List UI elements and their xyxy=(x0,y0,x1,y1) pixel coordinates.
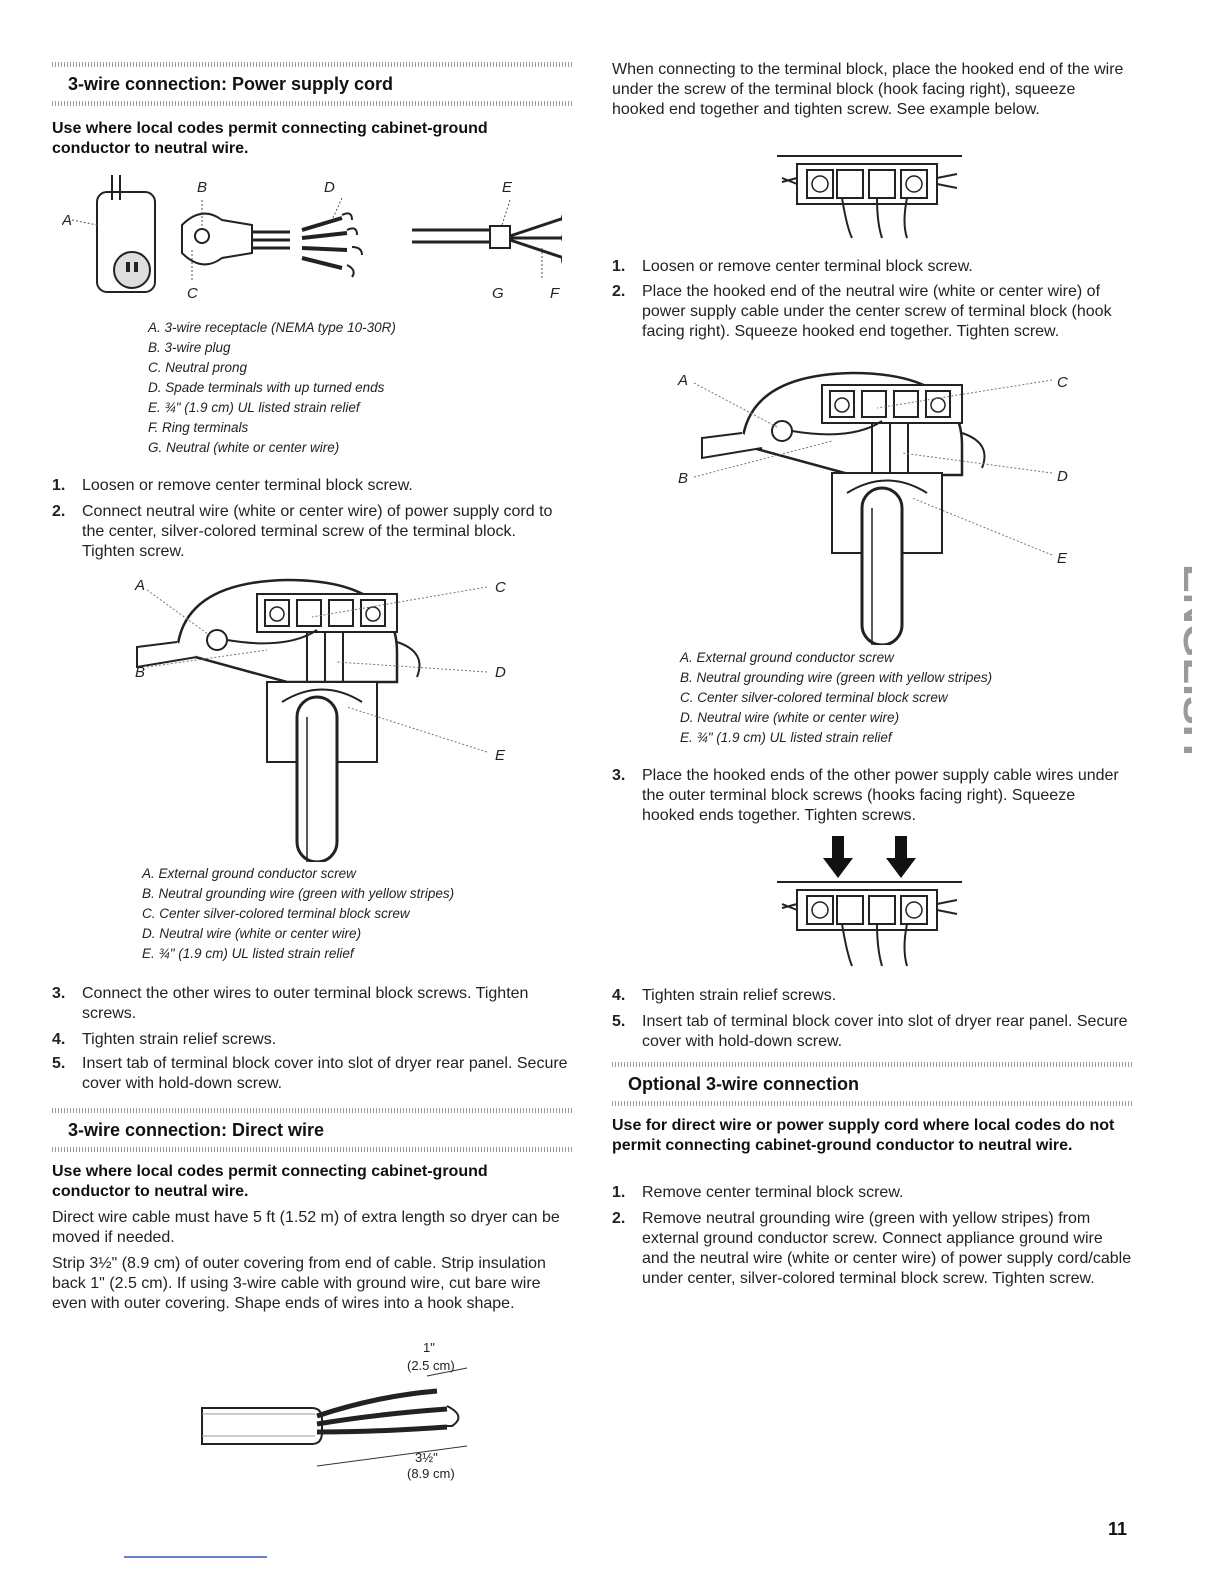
figure-legend: A. External ground conductor screw B. Ne… xyxy=(680,648,992,748)
figure-label-e: E xyxy=(495,747,506,764)
legend-item: B. Neutral grounding wire (green with ye… xyxy=(680,670,993,685)
figure-label-a: A xyxy=(62,212,72,229)
legend-item: D. Spade terminals with up turned ends xyxy=(148,380,385,395)
step-number: 3. xyxy=(612,767,626,784)
paragraph: Strip 3½" (8.9 cm) of outer covering fro… xyxy=(52,1255,546,1312)
section-lead: Use where local codes permit connecting … xyxy=(52,120,488,157)
figure-outer-screws xyxy=(777,836,967,976)
step-text: Remove center terminal block screw. xyxy=(642,1184,904,1201)
figure-label-g: G xyxy=(492,285,504,302)
legend-item: C. Center silver-colored terminal block … xyxy=(142,906,410,921)
section-title: Optional 3-wire connection xyxy=(628,1074,860,1094)
figure-plug-and-terminals: A B C D E F G xyxy=(62,170,562,305)
dimension-one-inch: 1" xyxy=(423,1340,435,1355)
legend-item: E. ¾" (1.9 cm) UL listed strain relief xyxy=(142,946,354,961)
section-title: 3-wire connection: Direct wire xyxy=(68,1120,325,1140)
step-number: 1. xyxy=(612,1184,626,1201)
figure-legend: A. External ground conductor screw B. Ne… xyxy=(142,864,454,964)
section-lead: Use for direct wire or power supply cord… xyxy=(612,1117,1115,1154)
figure-label-c: C xyxy=(187,285,198,302)
step-number: 1. xyxy=(612,258,626,275)
step-number: 5. xyxy=(612,1013,626,1030)
step-number: 3. xyxy=(52,985,66,1002)
figure-label-d: D xyxy=(324,179,335,196)
step-number: 5. xyxy=(52,1055,66,1072)
section-title: 3-wire connection: Power supply cord xyxy=(68,74,394,94)
step-number: 2. xyxy=(612,1210,626,1227)
legend-item: C. Center silver-colored terminal block … xyxy=(680,690,948,705)
intro-paragraph: When connecting to the terminal block, p… xyxy=(612,61,1124,118)
legend-item: A. External ground conductor screw xyxy=(142,866,356,881)
dimension-three-half: 3½" xyxy=(415,1450,438,1465)
figure-label-a: A xyxy=(134,577,145,594)
figure-terminal-block: A B C D E xyxy=(672,365,1092,645)
legend-item: A. External ground conductor screw xyxy=(680,650,894,665)
step-number: 1. xyxy=(52,477,66,494)
legend-item: A. 3-wire receptacle (NEMA type 10-30R) xyxy=(148,320,396,335)
figure-label-d: D xyxy=(1057,468,1068,485)
figure-terminal-example xyxy=(777,148,967,248)
figure-terminal-block: A B C D E xyxy=(107,572,527,862)
step-text: Place the hooked end of the neutral wire… xyxy=(642,283,1112,340)
step-text: Tighten strain relief screws. xyxy=(642,987,837,1004)
step-text: Place the hooked ends of the other power… xyxy=(642,767,1119,824)
step-text: Remove neutral grounding wire (green wit… xyxy=(642,1210,1132,1287)
section-heading-optional: Optional 3-wire connection xyxy=(612,1062,1132,1106)
figure-label-e: E xyxy=(1057,550,1068,567)
figure-label-d: D xyxy=(495,664,506,681)
figure-stripped-cable: 1" (2.5 cm) 3½" (8.9 cm) xyxy=(197,1336,487,1486)
figure-label-a: A xyxy=(677,372,688,389)
figure-label-f: F xyxy=(550,285,560,302)
legend-item: F. Ring terminals xyxy=(148,420,249,435)
section-heading-direct-wire: 3-wire connection: Direct wire xyxy=(52,1108,572,1152)
figure-label-b: B xyxy=(197,179,207,196)
step-number: 4. xyxy=(52,1031,66,1048)
step-text: Tighten strain relief screws. xyxy=(82,1031,277,1048)
figure-label-c: C xyxy=(495,579,506,596)
figure-legend: A. 3-wire receptacle (NEMA type 10-30R) … xyxy=(148,318,396,458)
legend-item: E. ¾" (1.9 cm) UL listed strain relief xyxy=(680,730,892,745)
page-number: 11 xyxy=(1108,1519,1128,1539)
step-text: Connect neutral wire (white or center wi… xyxy=(82,503,553,560)
legend-item: B. 3-wire plug xyxy=(148,340,231,355)
figure-label-b: B xyxy=(135,664,145,681)
figure-label-e: E xyxy=(502,179,513,196)
step-number: 4. xyxy=(612,987,626,1004)
step-text: Connect the other wires to outer termina… xyxy=(82,985,529,1022)
legend-item: B. Neutral grounding wire (green with ye… xyxy=(142,886,455,901)
dimension-one-inch-cm: (2.5 cm) xyxy=(407,1358,455,1373)
legend-item: C. Neutral prong xyxy=(148,360,248,375)
figure-label-b: B xyxy=(678,470,688,487)
paragraph: Direct wire cable must have 5 ft (1.52 m… xyxy=(52,1209,560,1246)
legend-item: E. ¾" (1.9 cm) UL listed strain relief xyxy=(148,400,360,415)
step-text: Loosen or remove center terminal block s… xyxy=(642,258,973,275)
language-tab-label: ENGLISH xyxy=(1175,564,1192,756)
section-heading-power-cord: 3-wire connection: Power supply cord xyxy=(52,62,572,106)
legend-item: D. Neutral wire (white or center wire) xyxy=(680,710,900,725)
legend-item: D. Neutral wire (white or center wire) xyxy=(142,926,362,941)
section-lead: Use where local codes permit connecting … xyxy=(52,1163,488,1200)
step-text: Insert tab of terminal block cover into … xyxy=(642,1013,1128,1050)
legend-item: G. Neutral (white or center wire) xyxy=(148,440,340,455)
figure-label-c: C xyxy=(1057,374,1068,391)
language-tab: ENGLISH xyxy=(1154,560,1217,760)
step-number: 2. xyxy=(612,283,626,300)
step-text: Insert tab of terminal block cover into … xyxy=(82,1055,568,1092)
dimension-three-half-cm: (8.9 cm) xyxy=(407,1466,455,1481)
step-number: 2. xyxy=(52,503,66,520)
step-text: Loosen or remove center terminal block s… xyxy=(82,477,413,494)
footer-rule xyxy=(124,1556,267,1558)
